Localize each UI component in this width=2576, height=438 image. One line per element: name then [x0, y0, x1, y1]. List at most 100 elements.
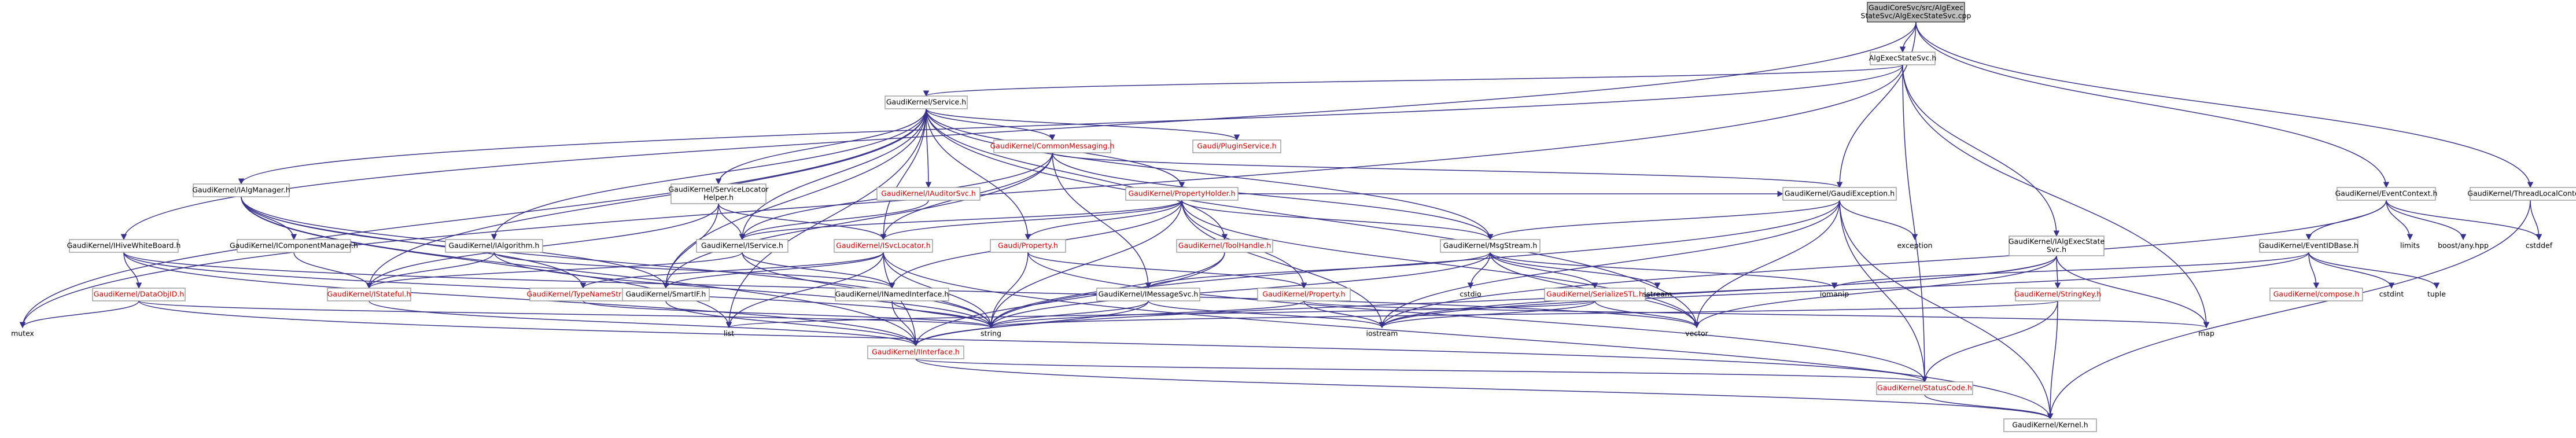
- edge-service-to-isvclocator: [880, 108, 927, 241]
- node-iomanip: iomanip: [1820, 290, 1849, 299]
- node-box: [2470, 187, 2576, 201]
- node-serialize[interactable]: GaudiKernel/SerializeSTL.h: [1544, 288, 1646, 301]
- edge-iinterface-to-kernel: [915, 358, 2053, 420]
- node-label: Gaudi/Property.h: [998, 241, 1058, 250]
- node-label: GaudiKernel/EventContext.h: [2335, 189, 2438, 198]
- node-label: exception: [1897, 241, 1932, 250]
- node-box: [1870, 51, 1936, 65]
- edge-commonmsg-to-smartif: [662, 152, 1053, 289]
- edge-eventidbase-to-tuple: [2308, 252, 2440, 289]
- node-label: GaudiKernel/CommonMessaging.h: [990, 142, 1115, 150]
- node-boostany: boost/any.hpp: [2438, 241, 2489, 250]
- edge-svclochelper-to-iservice: [718, 203, 746, 241]
- node-box: [835, 288, 949, 301]
- edge-ialgmgr-to-string: [241, 196, 994, 329]
- edge-eventidbase-to-iostream: [1379, 252, 2309, 329]
- node-box: [92, 288, 186, 301]
- edge-eventidbase-to-cstdint: [2308, 252, 2395, 289]
- edge-imessagesvc-to-string: [987, 300, 1149, 329]
- edge-dataobjid-to-string: [138, 300, 994, 329]
- node-pluginsvc[interactable]: Gaudi/PluginService.h: [1192, 139, 1281, 153]
- node-algexec[interactable]: AlgExecStateSvc.h: [1869, 51, 1937, 65]
- edge-service-to-svclochelper: [715, 108, 927, 185]
- node-box: [1176, 239, 1273, 253]
- edge-eventidbase-to-iomanip: [1831, 252, 2309, 289]
- node-threadlocal[interactable]: GaudiKernel/ThreadLocalContext.h: [2467, 187, 2576, 201]
- node-label: cstdint: [2379, 290, 2404, 299]
- node-istateful[interactable]: GaudiKernel/IStateful.h: [327, 288, 411, 301]
- node-stringkey[interactable]: GaudiKernel/StringKey.h: [2014, 288, 2101, 301]
- node-label: iostream: [1366, 329, 1398, 338]
- edge-service-to-iauditorsvc: [925, 108, 932, 189]
- node-kernel[interactable]: GaudiKernel/Kernel.h: [2003, 418, 2097, 432]
- node-label: boost/any.hpp: [2438, 241, 2489, 250]
- node-box: [993, 139, 1111, 153]
- edge-root-to-gaudiexc: [1836, 21, 1917, 189]
- node-gkproperty[interactable]: GaudiKernel/Property.h: [1257, 288, 1351, 301]
- node-commonmsg[interactable]: GaudiKernel/CommonMessaging.h: [990, 139, 1115, 153]
- node-label: GaudiKernel/IService.h: [701, 241, 783, 250]
- node-box: [193, 183, 290, 197]
- node-iostream: iostream: [1366, 329, 1398, 338]
- node-iservice[interactable]: GaudiKernel/IService.h: [696, 239, 788, 253]
- node-label: GaudiKernel/ThreadLocalContext.h: [2467, 189, 2576, 198]
- edge-iservice-to-inamedif: [742, 252, 895, 289]
- edge-ialgorithm-to-string: [493, 252, 994, 329]
- node-root[interactable]: GaudiCoreSvc/src/AlgExecStateSvc/AlgExec…: [1861, 2, 1971, 23]
- edges-layer: [19, 21, 2542, 420]
- node-sstream: sstream: [1643, 290, 1672, 299]
- node-box: [885, 95, 968, 109]
- edge-iservice-to-istateful: [366, 252, 743, 289]
- edge-service-to-list: [725, 108, 927, 329]
- node-iauditorsvc[interactable]: GaudiKernel/IAuditorSvc.h: [876, 187, 981, 201]
- node-smartif[interactable]: GaudiKernel/SmartIF.h: [622, 288, 710, 301]
- node-service[interactable]: GaudiKernel/Service.h: [885, 95, 968, 109]
- node-gaudiexc[interactable]: GaudiKernel/GaudiException.h: [1782, 187, 1897, 201]
- edge-gaudiprop-to-string: [987, 252, 1029, 329]
- node-toolhandle[interactable]: GaudiKernel/ToolHandle.h: [1176, 239, 1273, 253]
- edge-gaudiexc-to-kernel: [1839, 200, 2054, 420]
- node-label: GaudiKernel/Property.h: [1262, 290, 1345, 299]
- node-label: GaudiKernel/StringKey.h: [2014, 290, 2101, 299]
- node-icompmgr[interactable]: GaudiKernel/IComponentManager.h: [230, 239, 358, 253]
- node-box: [445, 239, 543, 253]
- node-msgstream[interactable]: GaudiKernel/MsgStream.h: [1440, 239, 1541, 253]
- edge-istateful-to-iinterface: [368, 300, 919, 347]
- node-gaudiprop[interactable]: Gaudi/Property.h: [990, 239, 1066, 253]
- node-label: sstream: [1643, 290, 1672, 299]
- node-eventidbase[interactable]: GaudiKernel/EventIDBase.h: [2259, 239, 2358, 253]
- edge-algexec-to-service: [923, 64, 1903, 97]
- edge-dataobjid-to-statuscode: [138, 300, 1928, 383]
- node-box: [2269, 288, 2363, 301]
- node-isvclocator[interactable]: GaudiKernel/ISvcLocator.h: [834, 239, 933, 253]
- node-ialgmgr[interactable]: GaudiKernel/IAlgManager.h: [192, 183, 290, 197]
- edge-statuscode-to-kernel: [1924, 394, 2054, 420]
- node-typenamestring[interactable]: GaudiKernel/TypeNameString.h: [527, 288, 640, 301]
- node-ihivewb[interactable]: GaudiKernel/IHiveWhiteBoard.h: [67, 239, 181, 253]
- node-iinterface[interactable]: GaudiKernel/IInterface.h: [867, 345, 964, 359]
- node-box: [2009, 235, 2105, 256]
- node-label: limits: [2400, 241, 2420, 250]
- node-label: GaudiKernel/ToolHandle.h: [1178, 241, 1271, 250]
- node-statuscode[interactable]: GaudiKernel/StatusCode.h: [1876, 381, 1973, 395]
- node-label: GaudiKernel/IComponentManager.h: [230, 241, 358, 250]
- node-propholder[interactable]: GaudiKernel/PropertyHolder.h: [1125, 187, 1239, 201]
- node-label: GaudiKernel/Kernel.h: [2012, 421, 2088, 429]
- node-box: [1096, 288, 1200, 301]
- edge-eventctx-to-limits: [2386, 200, 2413, 241]
- node-box: [670, 183, 766, 204]
- edge-propholder-to-iservice: [739, 200, 1182, 241]
- edge-propholder-to-msgstream: [1181, 200, 1494, 241]
- edge-isvclocator-to-list: [725, 252, 884, 329]
- node-inamedif[interactable]: GaudiKernel/INamedInterface.h: [835, 288, 949, 301]
- node-dataobjid[interactable]: GaudiKernel/DataObjID.h: [92, 288, 186, 301]
- node-imessagesvc[interactable]: GaudiKernel/IMessageSvc.h: [1096, 288, 1200, 301]
- node-cstddef: cstddef: [2526, 241, 2553, 250]
- node-compose[interactable]: GaudiKernel/compose.h: [2269, 288, 2363, 301]
- node-limits: limits: [2400, 241, 2420, 250]
- node-eventctx[interactable]: GaudiKernel/EventContext.h: [2335, 187, 2438, 201]
- node-ialgorithm[interactable]: GaudiKernel/IAlgorithm.h: [445, 239, 543, 253]
